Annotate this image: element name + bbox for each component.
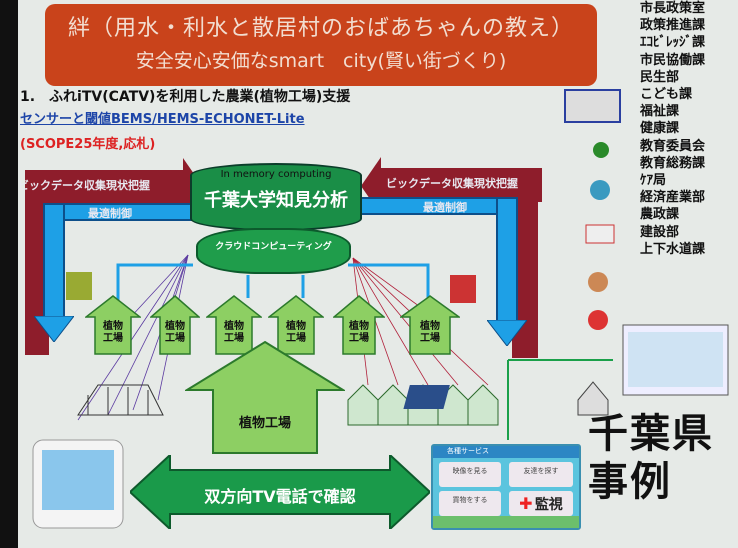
department-item: 教育総務課 [640, 155, 706, 171]
tv-service-screen: 各種サービス 映像を見る 友達を探す 買物をする ✚ 監視 [431, 444, 581, 530]
plant-factory: 植物工場 [150, 295, 200, 355]
department-item: ｴｺﾋﾞﾚｯｼﾞ課 [640, 35, 706, 51]
slide-title: 1. ふれiTV(CATV)を利用した農業(植物工場)支援 [20, 89, 351, 105]
plant-factory-label: 植物工場 [224, 321, 244, 344]
header-line2: 安全安心安価なsmart city(賢い街づくり) [135, 50, 507, 72]
department-item: 民生部 [640, 69, 680, 85]
main-plant-factory: 植物工場 [185, 340, 345, 455]
plant-factory-label: 植物工場 [103, 321, 123, 344]
plant-factory: 植物工場 [206, 295, 262, 355]
bidirectional-arrow-label: 双方向TV電話で確認 [204, 487, 356, 506]
tile-find-friends[interactable]: 友達を探す [509, 462, 573, 487]
case-label-line1: 千葉県 [588, 411, 714, 457]
left-red-arrow [25, 170, 185, 204]
database-label: In memory computing [220, 169, 332, 180]
department-item: こども課 [640, 87, 693, 103]
tile-watch-video[interactable]: 映像を見る [439, 462, 501, 487]
tv-screen-title: 各種サービス [433, 446, 579, 458]
left-bigdata-label: ビックデータ収集現状把握 [18, 179, 150, 192]
plant-factory: 植物工場 [333, 295, 385, 355]
plant-factory-label: 植物工場 [349, 321, 369, 344]
tile-monitor-label: 監視 [534, 497, 563, 513]
red-cross-icon: ✚ [519, 494, 533, 513]
plant-factory-label: 植物工場 [165, 321, 185, 344]
department-item: 市長政策室 [640, 1, 706, 16]
department-item: 市民協働課 [640, 52, 706, 68]
header-line1: 絆（用水・利水と散居村のおばあちゃんの教え） [67, 16, 574, 41]
department-item: 福祉課 [640, 104, 680, 120]
plant-factory-label: 植物工場 [420, 321, 440, 344]
tile-shopping[interactable]: 買物をする [439, 491, 501, 516]
department-list: 市長政策室政策推進課ｴｺﾋﾞﾚｯｼﾞ課市民協働課民生部こども課福祉課健康課教育委… [640, 0, 735, 258]
right-bigdata-label: ビックデータ収集現状把握 [386, 177, 518, 190]
tile-monitor[interactable]: ✚ 監視 [509, 491, 573, 516]
department-item: 農政課 [640, 207, 680, 223]
department-item: 上下水道課 [640, 241, 706, 257]
department-item: ｹｱ局 [640, 173, 667, 189]
right-control-label: 最適制御 [423, 201, 467, 214]
header-banner: 絆（用水・利水と散居村のおばあちゃんの教え） 安全安心安価なsmart city… [45, 4, 597, 86]
bidirectional-arrow: 双方向TV電話で確認 [128, 452, 432, 532]
case-label: 千葉県 事例 [588, 410, 714, 506]
slide: 絆（用水・利水と散居村のおばあちゃんの教え） 安全安心安価なsmart city… [18, 0, 738, 548]
plant-factory: 植物工場 [268, 295, 324, 355]
main-plant-factory-label: 植物工場 [238, 416, 291, 431]
cloud-computing: クラウドコンピューティング [196, 228, 351, 274]
connection-lines [32, 89, 729, 529]
subtitle-link: センサーと閾値BEMS/HEMS-ECHONET-Lite [20, 112, 305, 127]
plant-factory: 植物工場 [400, 295, 460, 355]
note: (SCOPE25年度,応札) [20, 137, 156, 152]
department-item: 教育委員会 [640, 138, 706, 154]
department-item: 健康課 [640, 121, 680, 137]
plant-factory-label: 植物工場 [286, 321, 306, 344]
department-item: 建設部 [640, 224, 680, 240]
left-control-label: 最適制御 [88, 207, 132, 220]
department-item: 政策推進課 [640, 18, 706, 34]
case-label-line2: 事例 [588, 459, 672, 505]
department-item: 経済産業部 [640, 190, 706, 206]
right-blue-arrowhead [487, 320, 527, 346]
left-blue-arrowhead [34, 316, 74, 342]
database-cylinder: In memory computing 千葉大学知見分析 [190, 163, 362, 231]
database-title: 千葉大学知見分析 [204, 190, 348, 211]
plant-factory: 植物工場 [85, 295, 141, 355]
